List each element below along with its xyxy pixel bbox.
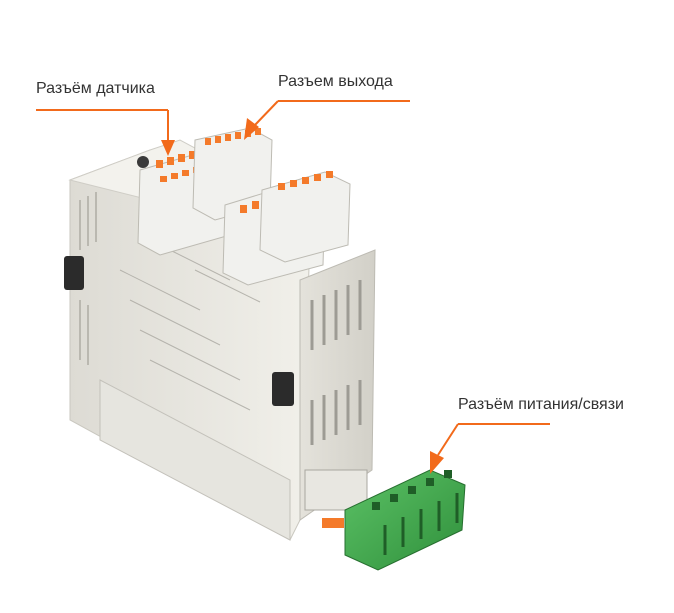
arrow-power-icon [430, 451, 444, 474]
aux-terminal-block [222, 171, 351, 286]
callout-sensor [36, 109, 175, 156]
status-led [137, 156, 149, 168]
power-comm-socket [304, 469, 368, 511]
callout-output [244, 100, 410, 140]
label-sensor-connector: Разъём датчика [36, 80, 155, 97]
arrow-sensor-icon [161, 140, 175, 156]
side-latch-right [272, 372, 294, 406]
label-output-connector: Разъем выхода [278, 73, 393, 90]
side-latch-left [64, 256, 84, 290]
front-vents [310, 280, 362, 445]
side-vents [79, 192, 97, 365]
callout-power [430, 423, 550, 474]
din-clip [322, 518, 344, 528]
arrow-output-icon [244, 118, 259, 140]
label-power-comm-connector: Разъём питания/связи [458, 396, 624, 413]
